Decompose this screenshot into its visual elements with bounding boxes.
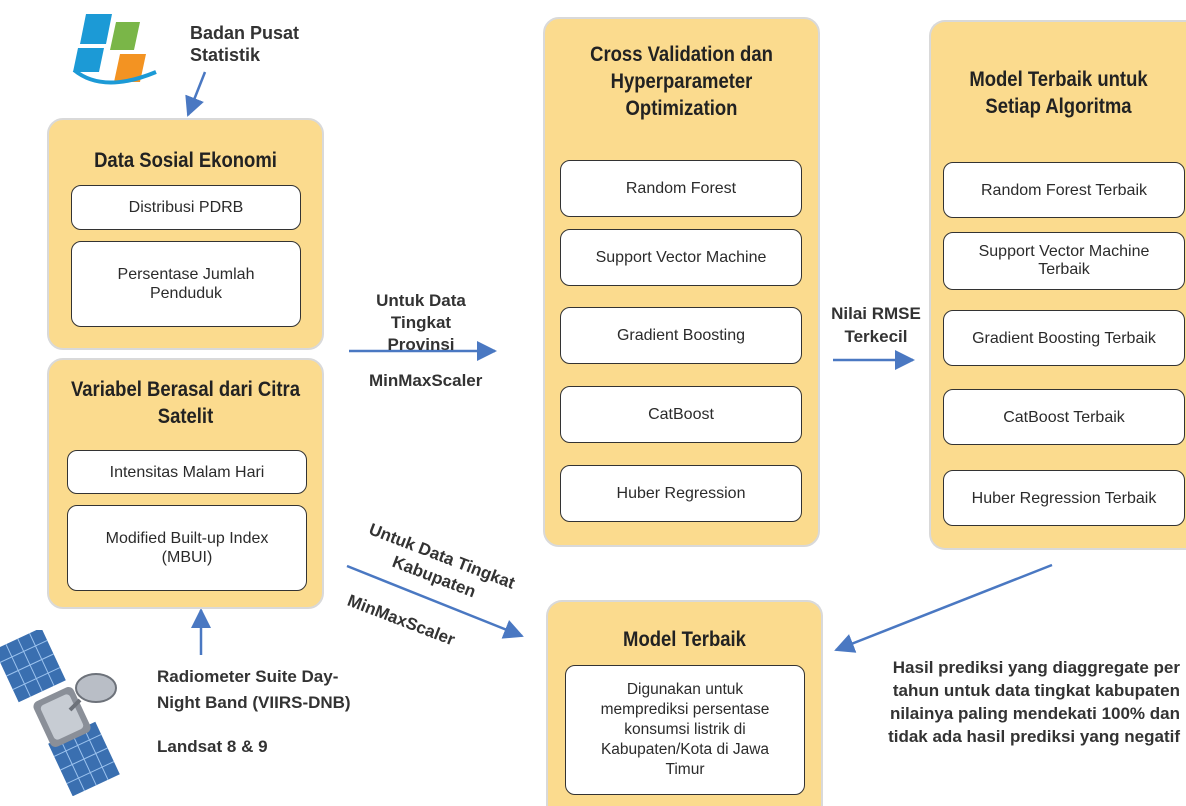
cv-item-svm: Support Vector Machine bbox=[560, 229, 802, 286]
satellite-item-night: Intensitas Malam Hari bbox=[67, 450, 307, 494]
cross-validation-panel: Cross Validation dan Hyperparameter Opti… bbox=[543, 17, 820, 547]
best-item-gradient-boosting: Gradient Boosting Terbaik bbox=[943, 310, 1185, 366]
edge-label-provinsi-scaler: MinMaxScaler bbox=[369, 371, 483, 390]
arrow-best-to-final bbox=[834, 563, 1053, 653]
bps-logo-icon bbox=[68, 8, 158, 90]
socio-economic-panel: Data Sosial Ekonomi Distribusi PDRB Pers… bbox=[47, 118, 324, 350]
cv-item-random-forest: Random Forest bbox=[560, 160, 802, 217]
best-per-algorithm-title: Model Terbaik untuk Setiap Algoritma bbox=[969, 68, 1148, 118]
socio-economic-title: Data Sosial Ekonomi bbox=[94, 149, 277, 172]
best-item-svm: Support Vector Machine Terbaik bbox=[943, 232, 1185, 290]
satellite-variables-title: Variabel Berasal dari Citra Satelit bbox=[70, 378, 301, 428]
cv-item-gradient-boosting: Gradient Boosting bbox=[560, 307, 802, 364]
best-item-random-forest: Random Forest Terbaik bbox=[943, 162, 1185, 218]
bps-label: Badan Pusat Statistik bbox=[190, 23, 300, 65]
edge-label-rmse: Nilai RMSE Terkecil bbox=[831, 304, 921, 346]
cv-item-huber: Huber Regression bbox=[560, 465, 802, 522]
final-model-title: Model Terbaik bbox=[623, 628, 746, 651]
viirs-label: Radiometer Suite Day- Night Band (VIIRS-… bbox=[157, 667, 351, 712]
socio-item-penduduk: Persentase Jumlah Penduduk bbox=[71, 241, 301, 327]
final-model-description: Digunakan untuk memprediksi persentase k… bbox=[565, 665, 805, 795]
best-per-algorithm-panel: Model Terbaik untuk Setiap Algoritma Ran… bbox=[929, 20, 1186, 550]
landsat-label: Landsat 8 & 9 bbox=[157, 737, 268, 756]
best-item-huber: Huber Regression Terbaik bbox=[943, 470, 1185, 526]
best-item-catboost: CatBoost Terbaik bbox=[943, 389, 1185, 445]
satellite-item-mbui: Modified Built-up Index (MBUI) bbox=[67, 505, 307, 591]
satellite-icon bbox=[0, 627, 132, 797]
final-model-panel: Model Terbaik Digunakan untuk memprediks… bbox=[546, 600, 823, 806]
satellite-variables-panel: Variabel Berasal dari Citra Satelit Inte… bbox=[47, 358, 324, 609]
arrow-bps-to-socio bbox=[185, 71, 207, 117]
edge-label-kabupaten-scaler: MinMaxScaler bbox=[344, 590, 458, 650]
edge-label-provinsi: Untuk Data Tingkat Provinsi bbox=[376, 291, 466, 354]
socio-item-pdrb: Distribusi PDRB bbox=[71, 185, 301, 230]
aggregate-note: Hasil prediksi yang diaggregate per tahu… bbox=[888, 658, 1180, 746]
cross-validation-title: Cross Validation dan Hyperparameter Opti… bbox=[590, 43, 773, 120]
cv-item-catboost: CatBoost bbox=[560, 386, 802, 443]
